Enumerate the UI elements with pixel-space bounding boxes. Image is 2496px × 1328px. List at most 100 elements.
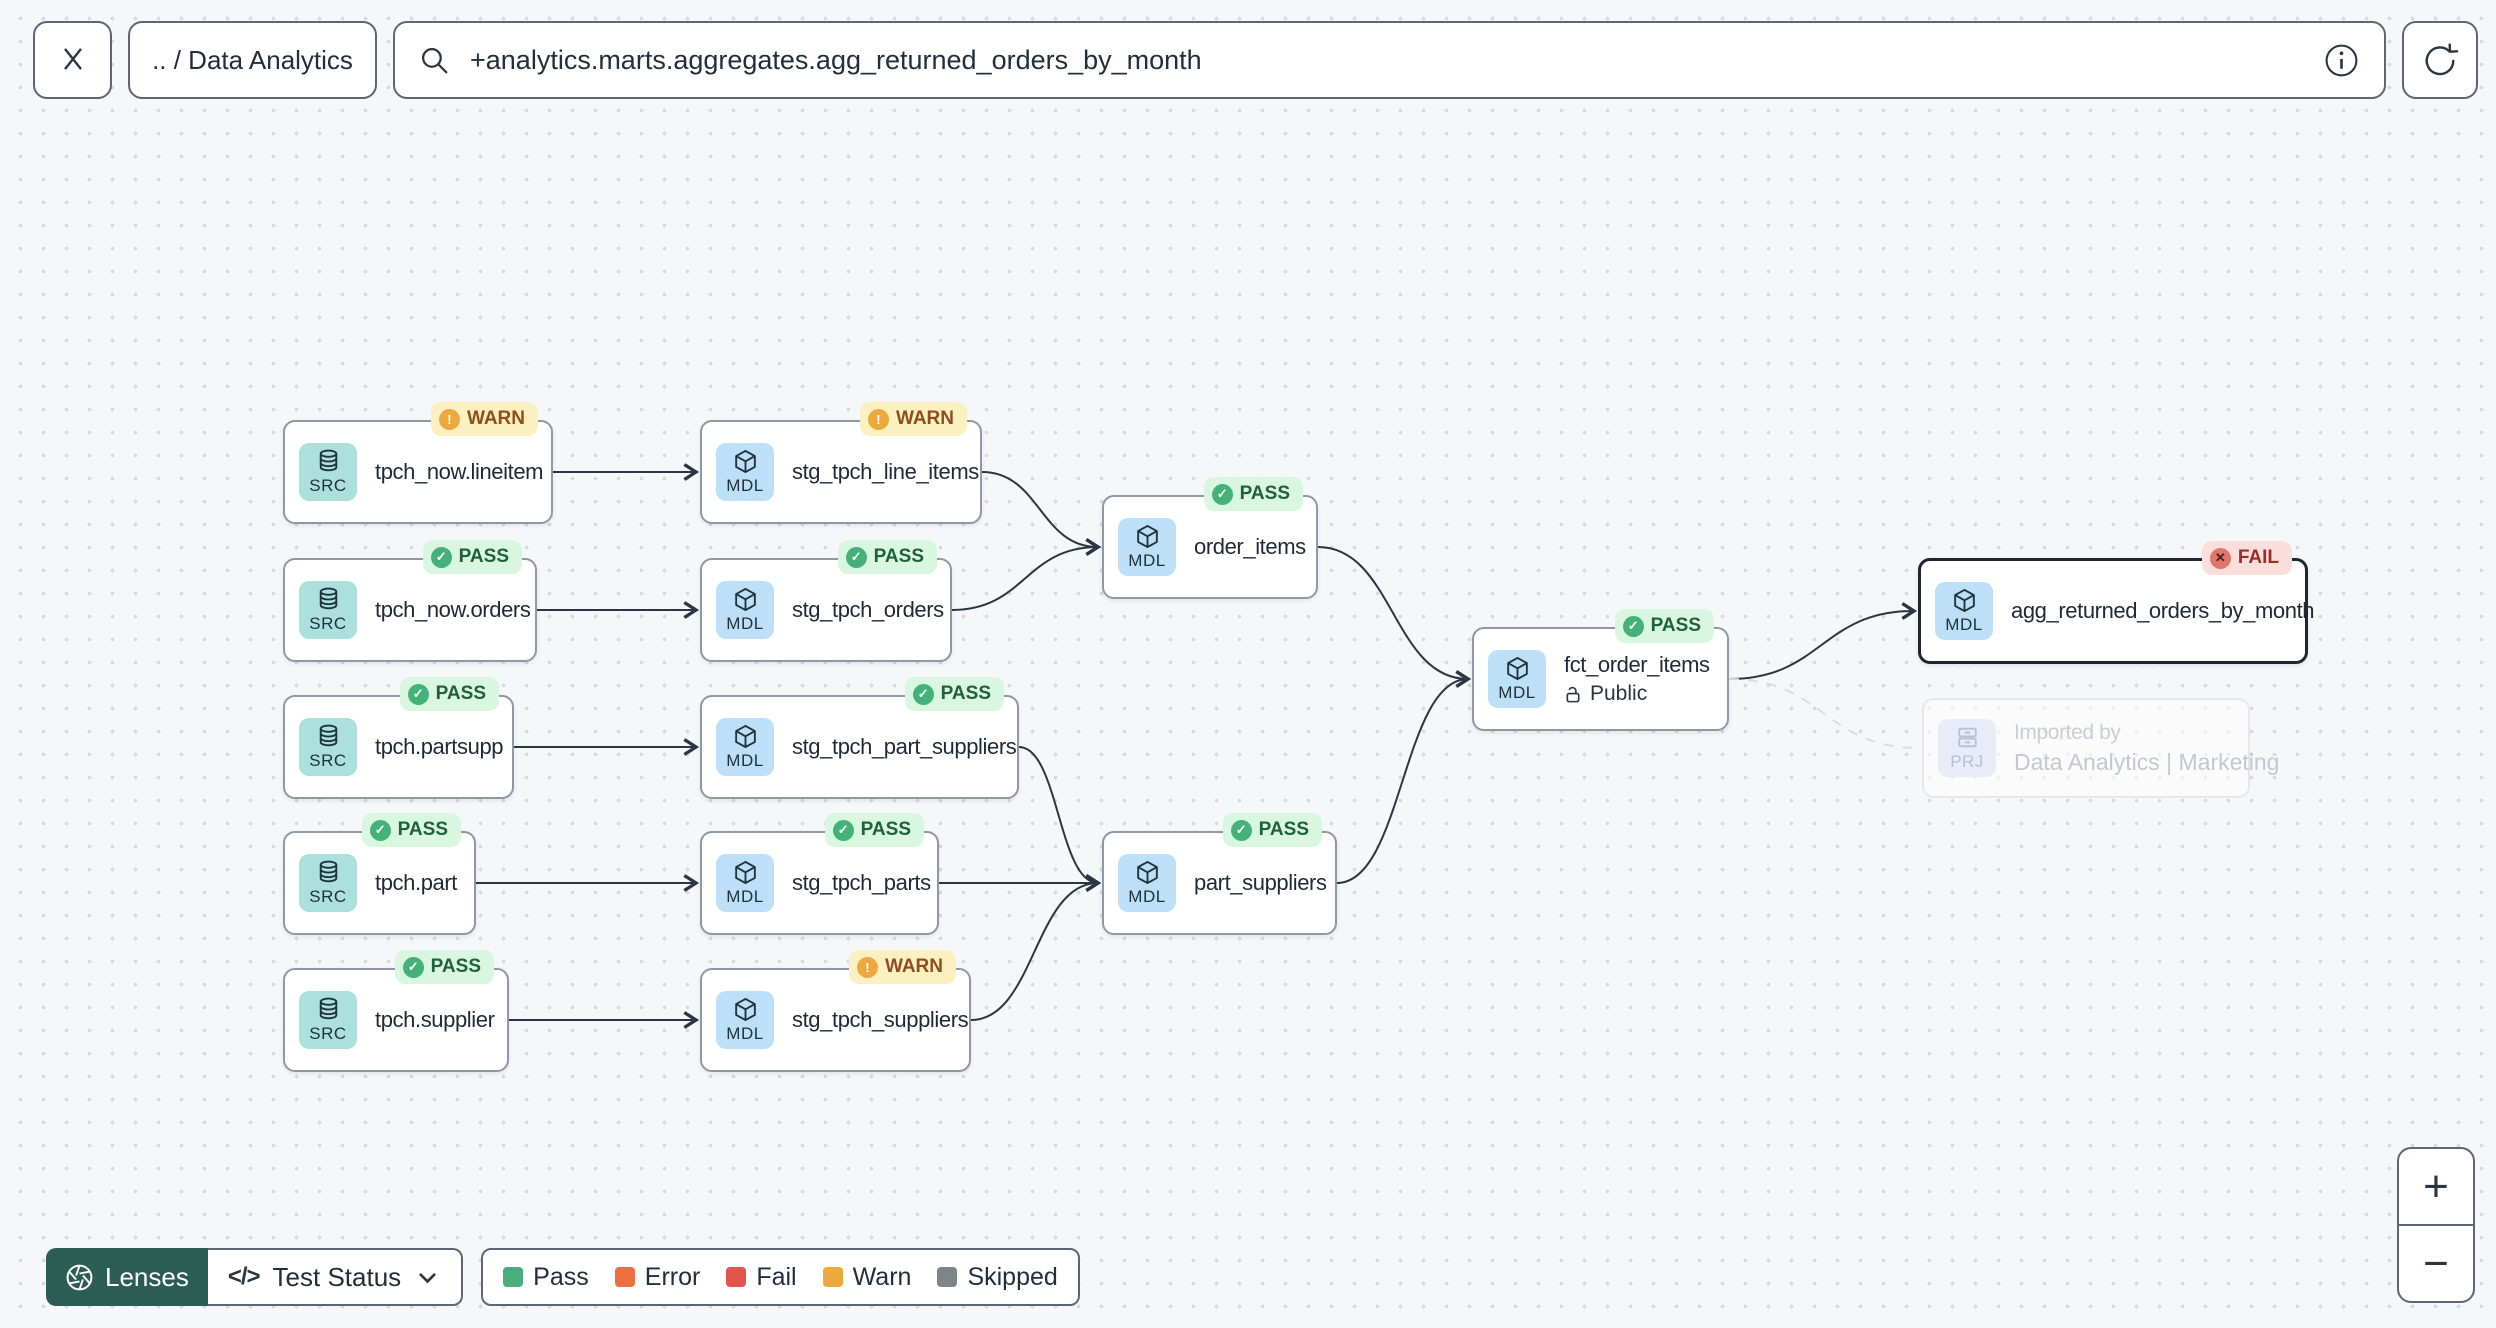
status-badge-pass: ✓PASS [1614, 609, 1714, 643]
status-icon: ✕ [2209, 547, 2231, 569]
cube-icon [732, 859, 759, 886]
status-icon: ✓ [912, 683, 934, 705]
legend-item-fail: Fail [726, 1263, 797, 1292]
lens-selector[interactable]: </> Test Status [207, 1248, 464, 1306]
status-badge-label: PASS [860, 819, 911, 840]
status-badge-label: WARN [466, 408, 525, 429]
node-type-label: MDL [726, 614, 764, 633]
lineage-edge [1018, 746, 1102, 892]
lenses-button[interactable]: Lenses [46, 1248, 208, 1306]
status-badge-label: PASS [1239, 483, 1290, 504]
status-badge-pass: ✓ PASS [422, 540, 522, 574]
node-type-chip: MDL [716, 991, 774, 1049]
search-bar[interactable] [393, 21, 2386, 99]
node-text: tpch.part [375, 870, 457, 896]
status-badge-label: WARN [895, 408, 954, 429]
status-badge-label: WARN [884, 956, 943, 977]
node-text: part_suppliers [1194, 870, 1327, 896]
node-type-chip: MDL [1118, 518, 1176, 576]
node-agg_returned_orders_by_month[interactable]: ✕FAIL MDL agg_returned_orders_by_month [1918, 541, 2315, 664]
database-icon [315, 859, 342, 886]
legend-swatch [614, 1267, 635, 1287]
node-type-chip: SRC [299, 581, 357, 639]
cube-icon [1134, 859, 1161, 886]
status-badge-label: PASS [1258, 819, 1309, 840]
lenses-label: Lenses [105, 1261, 189, 1292]
node-sublabel-text: Data Analytics | Marketing [2014, 748, 2280, 775]
node-type-label: MDL [1128, 551, 1166, 570]
zoom-in-button[interactable]: + [2399, 1149, 2473, 1224]
node-type-label: PRJ [1950, 752, 1984, 771]
node-label: tpch.supplier [375, 1007, 495, 1032]
lineage-edge [1336, 670, 1472, 884]
search-input[interactable] [468, 43, 2305, 77]
status-icon: ! [438, 408, 460, 430]
node-stg_tpch_suppliers[interactable]: ! WARN MDL stg_tpch_suppliers [700, 950, 971, 1072]
close-button[interactable] [33, 21, 112, 99]
node-order_items[interactable]: ✓PASS MDL order_items [1102, 477, 1318, 599]
status-icon: ✓ [430, 546, 452, 568]
node-type-label: MDL [1945, 615, 1983, 634]
node-type-label: MDL [726, 751, 764, 770]
node-part_suppliers[interactable]: ✓ PASS MDL part_suppliers [1102, 813, 1337, 935]
legend-swatch [726, 1267, 747, 1287]
legend-label: Pass [533, 1262, 589, 1291]
info-icon[interactable] [2323, 42, 2360, 79]
zoom-out-button[interactable]: − [2399, 1226, 2473, 1301]
breadcrumb[interactable]: .. / Data Analytics [128, 21, 377, 99]
status-badge-label: PASS [458, 546, 509, 567]
node-label: stg_tpch_orders [792, 597, 944, 622]
node-type-chip: SRC [299, 991, 357, 1049]
node-type-label: SRC [309, 476, 347, 495]
refresh-button[interactable] [2402, 21, 2478, 99]
node-type-label: MDL [1128, 887, 1166, 906]
node-type-chip: SRC [299, 854, 357, 912]
node-label: order_items [1194, 534, 1306, 559]
close-icon [57, 43, 89, 78]
cube-icon [732, 723, 759, 750]
node-text: order_items [1194, 534, 1306, 560]
status-badge-pass: ✓PASS [904, 677, 1004, 711]
status-badge-label: PASS [397, 819, 448, 840]
code-icon: </> [227, 1263, 261, 1290]
lineage-edge [981, 471, 1102, 556]
status-badge-label: PASS [1650, 615, 1701, 636]
status-badge-fail: ✕FAIL [2201, 541, 2292, 575]
lock-open-icon [1564, 685, 1583, 704]
lenses-control: Lenses </> Test Status [46, 1248, 464, 1306]
status-icon: ✓ [402, 956, 424, 978]
node-label: tpch.part [375, 870, 458, 895]
database-icon [315, 996, 342, 1023]
status-icon: ✓ [1230, 819, 1252, 841]
node-type-label: SRC [309, 614, 347, 633]
status-badge-pass: ✓PASS [1203, 477, 1303, 511]
node-sublabel: Data Analytics | Marketing [2014, 749, 2279, 776]
legend-item-error: Error [614, 1263, 700, 1292]
database-icon [315, 723, 342, 750]
node-text: tpch_now.orders [375, 597, 531, 623]
node-tpch_now_orders[interactable]: ✓ PASS SRC tpch_now.orders [283, 540, 537, 662]
lineage-edge [951, 538, 1102, 611]
status-icon: ! [867, 408, 889, 430]
node-text: agg_returned_orders_by_month [2011, 598, 2315, 624]
node-type-label: SRC [309, 751, 347, 770]
node-label: stg_tpch_line_items [792, 459, 979, 484]
node-type-chip: MDL [716, 854, 774, 912]
node-text: stg_tpch_suppliers [792, 1007, 969, 1033]
status-icon: ! [856, 956, 878, 978]
node-label: fct_order_items [1564, 652, 1710, 677]
node-label: agg_returned_orders_by_month [2011, 598, 2315, 623]
